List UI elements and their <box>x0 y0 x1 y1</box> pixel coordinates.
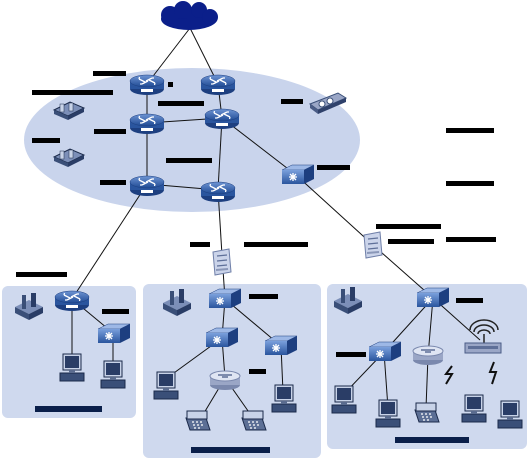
middle-site-switch-2-icon <box>264 335 298 356</box>
core-router-4-icon <box>204 108 240 130</box>
middle-site-phone-2-icon <box>241 410 267 431</box>
legend-note-2 <box>446 181 494 186</box>
left-site-switch-label <box>102 309 129 314</box>
core-router-1-icon <box>129 74 165 96</box>
core-router-2-label <box>158 101 204 106</box>
right-site-core-switch-icon <box>416 287 450 308</box>
right-site-pc-1-icon <box>331 385 357 414</box>
wireless-signal-left-icon <box>444 365 454 385</box>
middle-site-switch-label <box>249 294 278 299</box>
core-router-3-icon <box>129 113 165 135</box>
right-site-pc-4-icon <box>497 400 523 429</box>
left-site-pc-1-icon <box>59 353 85 382</box>
middle-site-core-switch-icon <box>208 288 242 309</box>
wan-switch-label <box>317 165 350 170</box>
right-site-phone-icon <box>414 402 440 423</box>
modem-right-icon <box>363 231 383 259</box>
left-site-pc-2-icon <box>100 360 126 389</box>
core-router-1-label <box>93 71 126 76</box>
modem-left-label <box>190 242 210 247</box>
right-site-left-switch-label <box>336 352 366 357</box>
middle-site-pc-1-icon <box>153 371 179 400</box>
legend-note-3 <box>446 237 496 242</box>
right-site-caption <box>395 437 469 443</box>
server-group-2-label <box>32 138 60 143</box>
distribution-router-1-icon <box>129 175 165 197</box>
right-site-switch-icon <box>368 341 402 362</box>
wan-switch-icon <box>281 164 315 185</box>
core-router-3-label <box>94 129 126 134</box>
core-network-area <box>24 68 360 212</box>
legend-note-1 <box>446 128 494 133</box>
core-router-tag <box>168 82 173 87</box>
right-site-switch-label <box>456 298 483 303</box>
middle-site-phone-1-icon <box>185 410 211 431</box>
middle-site-caption <box>191 447 270 453</box>
middle-site-pbx-icon <box>209 370 241 391</box>
left-site-switch-icon <box>97 323 131 344</box>
middle-site-switch-1-icon <box>205 327 239 348</box>
right-site-pbx-icon <box>412 345 444 366</box>
left-site-router-label <box>16 272 67 277</box>
middle-site-pbx-label <box>249 369 266 374</box>
distribution-router-1-label <box>100 180 126 185</box>
modem-right-label-2 <box>388 239 434 244</box>
right-site-pc-3-icon <box>461 394 487 423</box>
left-site-router-icon <box>54 290 90 312</box>
core-router-2-icon <box>200 74 236 96</box>
distribution-router-2-icon <box>200 181 236 203</box>
modem-left-icon <box>212 248 232 276</box>
wireless-signal-right-icon <box>488 361 498 385</box>
modem-left-label-2 <box>244 242 308 247</box>
distribution-router-2-label <box>166 158 212 163</box>
middle-site-pc-2-icon <box>271 384 297 413</box>
internet-cloud-icon <box>161 1 218 30</box>
wireless-ap-icon <box>464 319 502 354</box>
right-site-pc-2-icon <box>375 399 401 428</box>
modem-right-label <box>376 224 441 229</box>
left-site-caption <box>35 406 102 412</box>
server-group-1-label <box>32 90 113 95</box>
internet-cloud-label <box>161 14 217 22</box>
firewall-label <box>281 99 303 104</box>
